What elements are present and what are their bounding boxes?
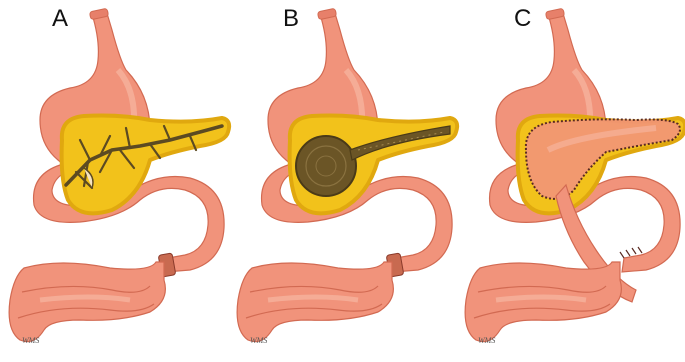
artist-signature: WMS <box>22 336 39 345</box>
panel-c: C WMS <box>456 0 684 362</box>
small-intestine-icon <box>465 262 621 342</box>
panel-a: A WMS <box>0 0 228 362</box>
small-intestine-icon <box>9 262 165 342</box>
panel-b: B WMS <box>228 0 456 362</box>
anatomy-illustration <box>228 0 456 362</box>
small-intestine-icon <box>237 262 393 342</box>
artist-signature: WMS <box>478 336 495 345</box>
artist-signature: WMS <box>250 336 267 345</box>
anatomy-illustration <box>0 0 228 362</box>
anatomy-illustration <box>456 0 684 362</box>
